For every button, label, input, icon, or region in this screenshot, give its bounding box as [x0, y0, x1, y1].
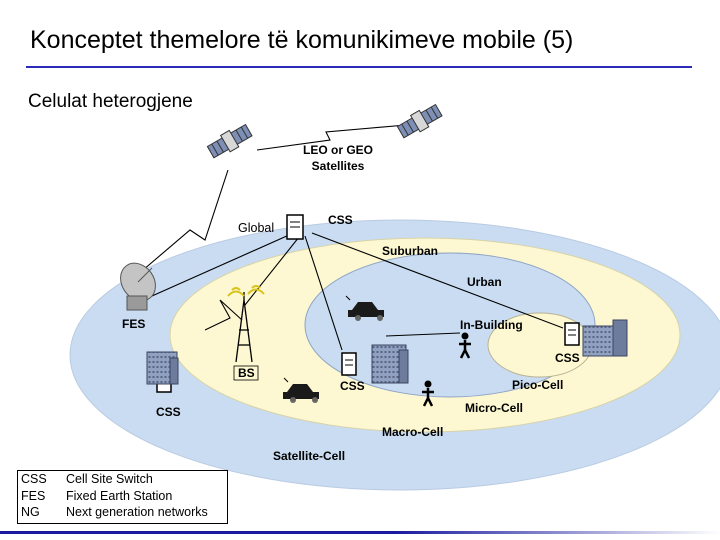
building-icon [582, 319, 628, 357]
legend-row: CSS Cell Site Switch [18, 471, 227, 488]
legend-desc: Fixed Earth Station [66, 488, 173, 503]
bs-label: BS [238, 366, 255, 380]
legend-row: NG Next generation networks [18, 504, 227, 521]
satellites-label-line-2: Satellites [312, 159, 365, 173]
fes-to-bs-link [204, 299, 243, 331]
signal-waves-icon [227, 285, 265, 297]
inter-satellite-link [256, 124, 407, 151]
in-building-label: In-Building [460, 318, 523, 332]
car-icon [283, 384, 319, 403]
css-left-label: CSS [156, 405, 181, 419]
satellite-icon [396, 103, 443, 139]
satellites-label-line-1: LEO or GEO [303, 143, 373, 157]
satellite-to-fes-link [142, 169, 229, 271]
slide-subtitle: Celulat heterogjene [28, 91, 193, 112]
css-to-right-css-line [311, 232, 564, 329]
fes-label: FES [122, 317, 145, 331]
suburban-label: Suburban [382, 244, 438, 258]
css-to-center-css-line [304, 235, 343, 351]
pico-cell-label: Pico-Cell [512, 378, 563, 392]
person-icon [459, 332, 471, 359]
satellite-dish-icon [120, 262, 156, 311]
footer-divider [0, 531, 720, 534]
satellite-icon [206, 123, 253, 159]
micro-cell-label: Micro-Cell [465, 401, 523, 415]
macro-cell-label: Macro-Cell [382, 425, 443, 439]
building-icon [146, 351, 179, 385]
building-icon [371, 344, 409, 384]
antenna-icon [283, 295, 351, 383]
switch-icon [286, 214, 304, 240]
switch-icon [564, 322, 580, 346]
slide-title: Konceptet themelore të komunikimeve mobi… [30, 26, 574, 54]
bs-label-box [233, 365, 259, 381]
legend-abbr: NG [21, 505, 40, 519]
fes-to-css-line [142, 230, 299, 301]
legend-row: FES Fixed Earth Station [18, 488, 227, 505]
legend-desc: Cell Site Switch [66, 472, 153, 486]
satellite-cell-label: Satellite-Cell [273, 449, 345, 463]
urban-link-line [385, 332, 461, 337]
css-right-label: CSS [555, 351, 580, 365]
link-lines [142, 124, 564, 351]
css-center-label: CSS [340, 379, 365, 393]
title-divider [26, 66, 692, 68]
legend-desc: Next generation networks [66, 505, 208, 519]
css-top-label: CSS [328, 213, 353, 227]
global-label: Global [238, 221, 274, 235]
car-icon [348, 302, 384, 321]
urban-label: Urban [467, 275, 502, 289]
css-to-bs-line [244, 231, 304, 306]
legend-abbr: FES [21, 488, 46, 503]
person-icon [422, 380, 434, 407]
abbreviation-legend: CSS Cell Site Switch FES Fixed Earth Sta… [17, 470, 228, 524]
switch-icon [341, 352, 357, 376]
legend-abbr: CSS [21, 472, 47, 486]
